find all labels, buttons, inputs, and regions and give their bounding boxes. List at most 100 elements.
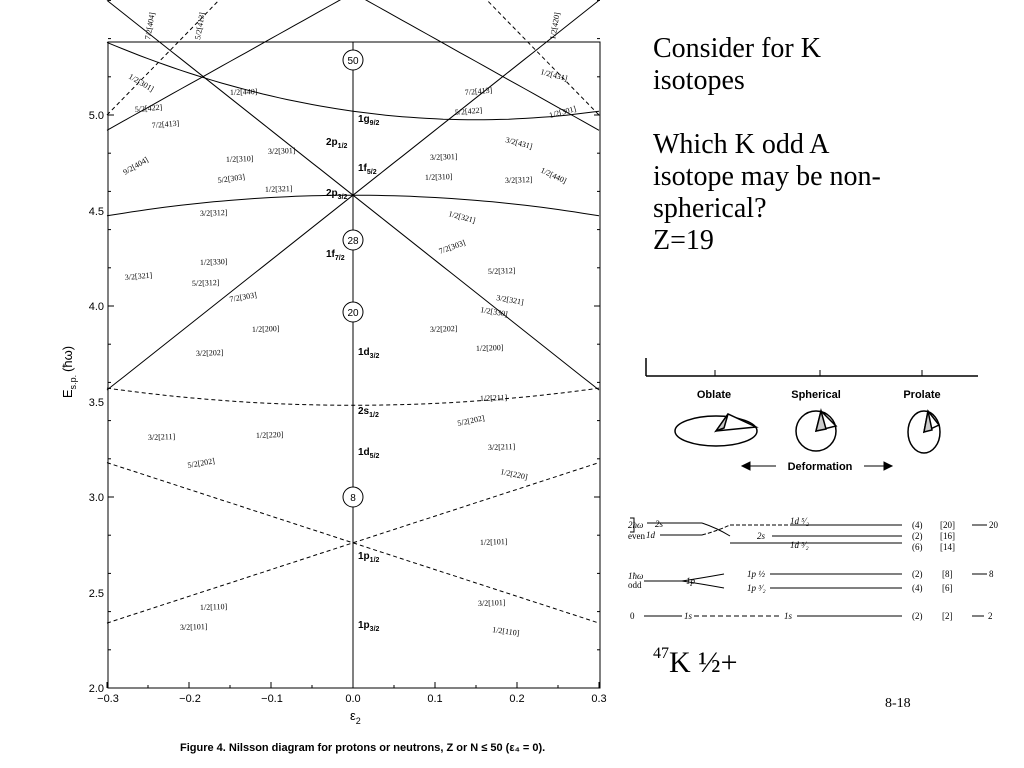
shell-label: 1f7/2 [326, 249, 345, 262]
svg-text:Es.p.(ħω): Es.p.(ħω) [60, 346, 78, 398]
orbit-label: 5/2[303] [217, 172, 246, 185]
orbit-label: 7/2[404] [143, 11, 157, 40]
prolate-shape [907, 409, 941, 454]
shell-label: 1f5/2 [358, 163, 377, 176]
magic-number: 20 [989, 520, 999, 530]
orbit-label-1s: 1s [684, 611, 693, 621]
question-line: isotope may be non- [653, 161, 881, 192]
shell-label: 2s1/2 [358, 406, 379, 419]
x-tick-label: −0.2 [179, 693, 201, 705]
orbit-curve [364, 0, 600, 131]
orbit-label-1d32: 1d ³⁄₂ [790, 540, 809, 550]
running-total: [16] [940, 531, 955, 541]
orbit-label: 3/2[211] [488, 442, 516, 452]
svg-text:20: 20 [347, 308, 359, 319]
orbit-curve [106, 194, 600, 217]
question-line: isotopes [653, 65, 745, 96]
orbit-label: 1/2[110] [200, 602, 228, 612]
shell-model-diagram: 2ħω even 1ħω odd 0 2s 1d 2s 1d ⁵⁄₂ 1d ³⁄… [628, 516, 999, 621]
mass-number: 47 [653, 645, 669, 662]
orbit-label-1p32: 1p ³⁄₂ [747, 583, 766, 593]
y-tick-label: 2.0 [89, 683, 104, 695]
answer-text: 47K ½+ [653, 645, 738, 680]
spherical-label: Spherical [791, 389, 841, 401]
orbit-label: 7/2[303] [229, 290, 258, 304]
shell-label: 2p3/2 [326, 188, 348, 201]
occupancy: (2) [912, 611, 923, 621]
orbit-label: 3/2[301] [430, 152, 458, 162]
magic-number-50: 50 [342, 49, 364, 71]
y-tick-label: 3.0 [89, 492, 104, 504]
orbit-label: 3/2[431] [504, 135, 533, 151]
running-total: [6] [942, 583, 953, 593]
orbit-label: 1/2[301] [127, 72, 156, 94]
question-line: Which K odd A [653, 129, 830, 160]
orbit-label: 7/2[303] [438, 238, 467, 256]
answer-label: K ½+ [669, 646, 738, 679]
deformation-axis-label: Deformation [788, 461, 853, 473]
orbit-label: 1/2[321] [265, 184, 293, 194]
orbit-label-1d52: 1d ⁵⁄₂ [790, 516, 809, 526]
orbit-label-1p12: 1p ½ [747, 569, 765, 579]
occupancy: (4) [912, 583, 923, 593]
svg-text:28: 28 [347, 236, 359, 247]
x-axis-title-main: ε [350, 708, 356, 723]
orbit-label: 5/2[202] [457, 413, 486, 428]
shell-label: 1d3/2 [358, 347, 380, 360]
orbit-label: 1/2[211] [480, 393, 508, 403]
x-tick-label: −0.1 [261, 693, 283, 705]
oblate-shape [674, 413, 759, 447]
orbit-label: 7/2[413] [151, 119, 180, 130]
magic-number: 2 [988, 611, 993, 621]
orbit-label: 3/2[101] [180, 622, 208, 632]
orbit-label: 1/2[440] [230, 87, 258, 97]
figure-caption: Figure 4. Nilsson diagram for protons or… [180, 742, 546, 754]
orbit-label: 3/2[321] [124, 271, 153, 282]
orbit-label: 1/2[330] [200, 257, 228, 267]
shell-labels: 1g9/2 2p1/2 1f5/2 2p3/2 1f7/2 1d3/2 2s1/… [326, 114, 380, 633]
orbit-curve [106, 41, 600, 121]
x-tick-labels: −0.3 −0.2 −0.1 0.0 0.1 0.2 0.3 [97, 693, 607, 705]
y-tick-label: 3.5 [89, 397, 104, 409]
orbit-label: 5/2[312] [192, 278, 220, 288]
magic-number-28: 28 [342, 229, 364, 251]
y-tick-labels: 2.0 2.5 3.0 3.5 4.0 4.5 5.0 [89, 110, 104, 695]
spacer [653, 97, 1013, 129]
x-tick-label: 0.0 [345, 693, 360, 705]
orbit-label: 1/2[420] [548, 11, 562, 40]
prolate-label: Prolate [903, 389, 940, 401]
page-number: 8-18 [885, 696, 911, 711]
shell-label: 1g9/2 [358, 114, 380, 127]
orbit-label: 3/2[312] [200, 208, 228, 218]
question-line: Consider for K [653, 33, 821, 64]
orbit-label: 3/2[301] [268, 146, 296, 156]
orbit-label: 5/2[202] [187, 456, 216, 470]
magic-number-markers: 50 28 20 8 [342, 49, 364, 508]
oblate-label: Oblate [697, 389, 731, 401]
orbit-label: 1/2[321] [447, 209, 476, 225]
x-axis-title: ε2 [350, 708, 361, 726]
occupancy: (6) [912, 542, 923, 552]
orbit-label: 1/2[220] [500, 467, 529, 482]
orbit-label: 3/2[202] [196, 348, 224, 358]
spherical-shape [795, 408, 838, 452]
y-axis-title-sub: s.p. [68, 375, 78, 390]
orbit-label: 1/2[310] [226, 154, 254, 164]
orbit-label: 1/2[220] [256, 430, 284, 440]
orbit-label-2s-right: 2s [757, 531, 766, 541]
magic-number-8: 8 [342, 486, 364, 508]
orbit-curve [106, 462, 600, 624]
orbit-label: 1/2[330] [480, 305, 509, 319]
y-tick-label: 2.5 [89, 588, 104, 600]
shell-energy-label: 0 [630, 611, 635, 621]
nilsson-diagram: 7/2[404]5/2[413]1/2[420]1/2[301]1/2[440]… [60, 0, 607, 726]
x-tick-label: 0.2 [509, 693, 524, 705]
shell-label: 1p1/2 [358, 551, 380, 564]
shell-label: 1p3/2 [358, 620, 380, 633]
y-tick-label: 4.0 [89, 301, 104, 313]
y-tick-label: 4.5 [89, 206, 104, 218]
orbit-curves [106, 0, 600, 624]
magic-number: 8 [989, 569, 994, 579]
orbit-curve [106, 462, 600, 624]
orbit-label: 1/2[440] [539, 166, 568, 186]
